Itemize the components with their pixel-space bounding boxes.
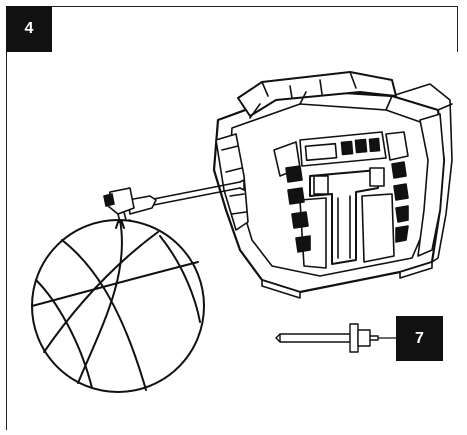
ball-illustration	[31, 219, 205, 393]
frame-left-border	[6, 6, 7, 430]
display-screen	[304, 142, 338, 162]
compressor-handle	[237, 71, 397, 117]
part-callout-7: 7	[396, 316, 443, 361]
inflation-needle	[275, 323, 397, 353]
compressor-illustration	[212, 71, 453, 299]
step-number-badge: 4	[6, 6, 52, 52]
frame-top-border	[6, 6, 458, 7]
frame-right-tick	[457, 6, 458, 52]
